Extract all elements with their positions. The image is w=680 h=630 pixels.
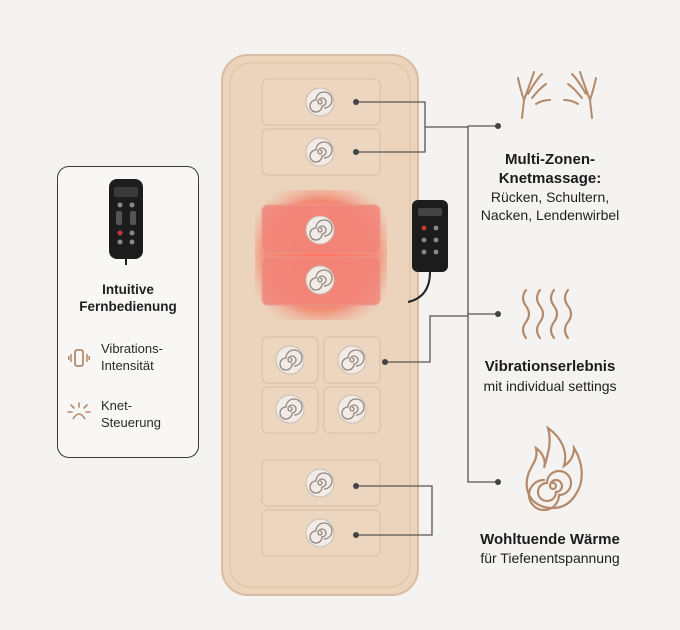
remote-card-title-line1: Intuitive (102, 282, 154, 297)
vibration-icon (68, 349, 90, 367)
remote-card-title-line2: Fernbedienung (79, 299, 177, 314)
feature-label-knead-line2: Steuerung (101, 415, 161, 430)
knead-icon (67, 402, 91, 420)
callout-kneading-title-line2: Knetmassage: (498, 170, 602, 187)
feature-label-knead-line1: Knet- (101, 398, 133, 413)
wavy-lines-icon (521, 288, 573, 340)
massage-mat-illustration (221, 54, 468, 596)
remote-control-icon (109, 179, 143, 265)
hands-icon (517, 71, 597, 119)
remote-feature-card: Intuitive Fernbedienung Vibrations- Inte… (57, 166, 199, 458)
callout-connector (467, 123, 501, 485)
callout-vibration-sub: mit individual settings (483, 378, 617, 394)
callout-warmth-title: Wohltuende Wärme (480, 531, 620, 548)
flame-spiral-icon (525, 425, 583, 512)
callout-kneading-sub-line1: Rücken, Schultern, (490, 189, 610, 205)
feature-label-vibration-line1: Vibrations- (101, 341, 163, 356)
feature-label-vibration-line2: Intensität (101, 358, 154, 373)
callout-kneading-title-line1: Multi-Zonen- (505, 151, 595, 168)
callout-kneading-sub-line2: Nacken, Lendenwirbel (480, 207, 620, 223)
callout-vibration-title: Vibrationserlebnis (484, 358, 616, 375)
callout-warmth-sub: für Tiefenentspannung (480, 550, 620, 566)
